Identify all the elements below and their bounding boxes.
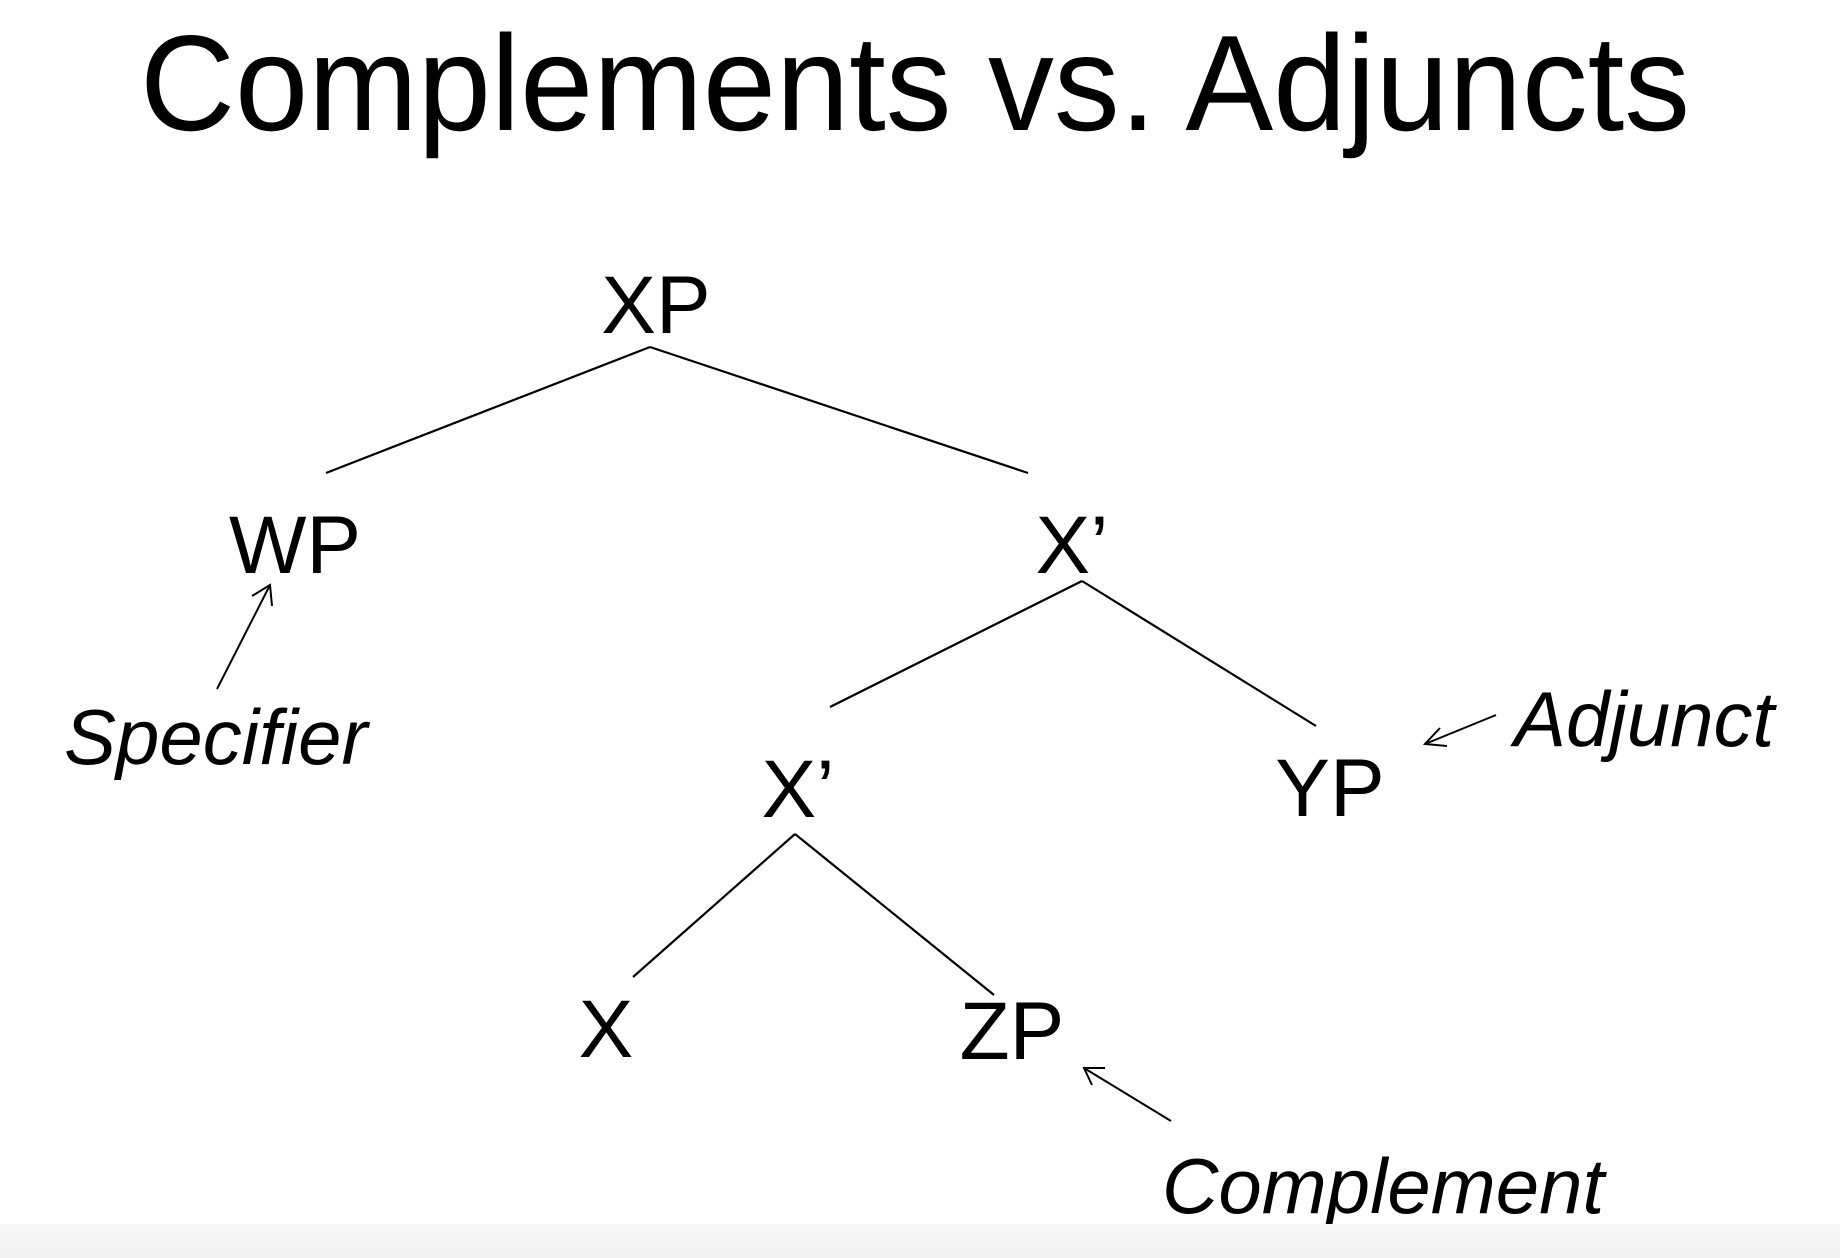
complement-arrowhead-icon (1082, 1067, 1105, 1086)
node-yp: YP (1275, 743, 1384, 834)
edge-xbar-lower-zp (794, 833, 995, 996)
node-x: X (579, 984, 634, 1075)
node-xp: XP (601, 260, 710, 351)
node-zp: ZP (960, 986, 1065, 1077)
edge-xbar-upper-xbar-lower (829, 580, 1083, 708)
node-wp: WP (229, 500, 361, 591)
label-adjunct: Adjunct (1510, 675, 1777, 763)
specifier-arrow (216, 584, 271, 690)
edge-xbar-upper-yp (1081, 580, 1317, 727)
label-specifier: Specifier (64, 693, 370, 781)
label-complement: Complement (1162, 1142, 1608, 1230)
edge-xp-xbar-upper (649, 345, 1029, 475)
edge-xp-wp (325, 345, 651, 475)
adjunct-arrowhead-icon (1422, 727, 1448, 747)
adjunct-arrow (1424, 714, 1497, 745)
edge-xbar-lower-x (632, 833, 796, 978)
slide-title: Complements vs. Adjuncts (140, 7, 1690, 159)
complement-arrow (1083, 1067, 1172, 1122)
specifier-arrowhead-icon (251, 583, 273, 607)
bottom-strip (0, 1224, 1840, 1258)
node-xbar-upper: X’ (1036, 500, 1109, 591)
node-xbar-lower: X’ (762, 744, 835, 835)
